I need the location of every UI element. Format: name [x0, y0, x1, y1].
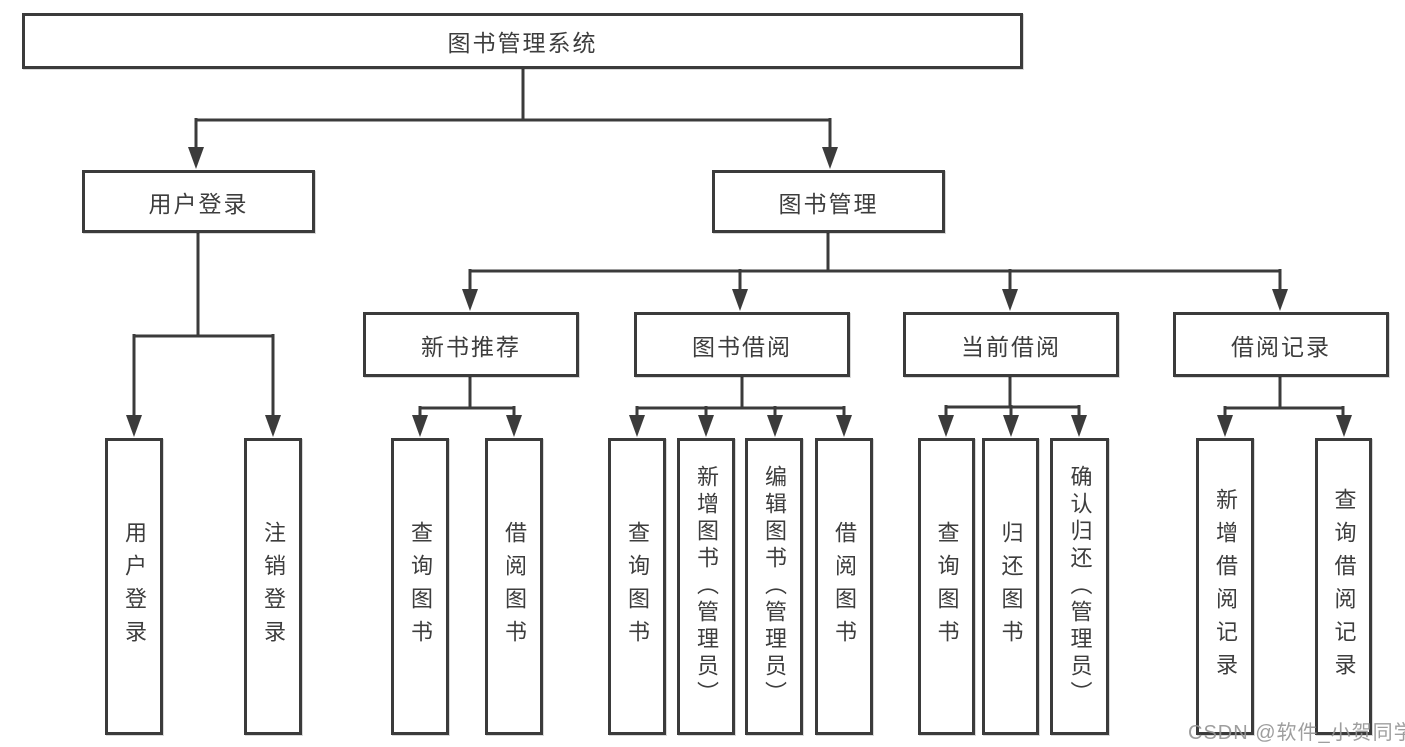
edge-borrowrecords-to-leaves — [1223, 375, 1345, 418]
leaf-br-query-record: 查询借阅记录 — [1315, 438, 1372, 735]
leaf-logout: 注销登录 — [244, 438, 302, 735]
node-root-system: 图书管理系统 — [22, 13, 1023, 69]
leaf-br-add-record-label: 新增借阅记录 — [1213, 487, 1238, 686]
node-new-book-recommendation: 新书推荐 — [363, 312, 579, 377]
node-book-borrowing-label: 图书借阅 — [692, 333, 792, 360]
leaf-bb-borrow-books-label: 借阅图书 — [832, 520, 857, 653]
leaf-cb-confirm-return-admin-label: 确认归还（管理员） — [1067, 465, 1093, 708]
arrowhead — [188, 147, 204, 169]
arrowhead — [1272, 289, 1288, 311]
arrowhead — [412, 415, 428, 437]
edge-root-to-level2 — [194, 67, 832, 150]
node-book-borrowing: 图书借阅 — [634, 312, 850, 377]
arrowhead — [1003, 415, 1019, 437]
csdn-watermark: CSDN @软件_小贺同学 — [1188, 722, 1405, 744]
leaf-user-login: 用户登录 — [105, 438, 163, 735]
arrowhead — [1071, 415, 1087, 437]
arrowhead — [506, 415, 522, 437]
node-borrowing-records-label: 借阅记录 — [1231, 333, 1331, 360]
edge-userlogin-to-leaves — [132, 232, 275, 418]
node-user-login: 用户登录 — [82, 170, 315, 233]
leaf-bb-add-books-admin-label: 新增图书（管理员） — [694, 465, 719, 708]
leaf-rec-borrow-books-label: 借阅图书 — [502, 520, 527, 653]
leaf-bb-edit-books-admin: 编辑图书（管理员） — [745, 438, 803, 735]
leaf-cb-return-books: 归还图书 — [982, 438, 1039, 735]
leaf-cb-query-books-label: 查询图书 — [934, 520, 960, 653]
node-user-login-label: 用户登录 — [148, 190, 249, 217]
leaf-rec-borrow-books: 借阅图书 — [485, 438, 543, 735]
arrowhead — [698, 415, 714, 437]
leaf-bb-edit-books-admin-label: 编辑图书（管理员） — [762, 465, 787, 708]
leaf-rec-query-books-label: 查询图书 — [408, 520, 433, 653]
leaf-cb-confirm-return-admin: 确认归还（管理员） — [1050, 438, 1109, 735]
leaf-logout-label: 注销登录 — [261, 520, 286, 653]
node-root-label: 图书管理系统 — [447, 30, 598, 56]
node-book-management-label: 图书管理 — [778, 190, 879, 217]
arrowhead — [938, 415, 954, 437]
arrowhead — [265, 415, 281, 437]
arrowheads — [126, 147, 1352, 437]
arrowhead — [126, 415, 142, 437]
arrowhead — [629, 415, 645, 437]
node-borrowing-records: 借阅记录 — [1173, 312, 1389, 377]
leaf-bb-borrow-books: 借阅图书 — [815, 438, 873, 735]
arrowhead — [1217, 415, 1233, 437]
node-current-borrowing: 当前借阅 — [903, 312, 1119, 377]
arrowhead — [1002, 289, 1018, 311]
arrowhead — [1336, 415, 1352, 437]
edge-newbookrec-to-leaves — [418, 375, 516, 418]
arrowhead — [732, 289, 748, 311]
leaf-rec-query-books: 查询图书 — [391, 438, 449, 735]
leaf-br-query-record-label: 查询借阅记录 — [1331, 487, 1357, 686]
leaf-cb-query-books: 查询图书 — [918, 438, 975, 735]
arrowhead — [462, 289, 478, 311]
arrowhead — [767, 415, 783, 437]
leaf-bb-query-books-label: 查询图书 — [625, 520, 650, 653]
node-book-management: 图书管理 — [712, 170, 945, 233]
leaf-br-add-record: 新增借阅记录 — [1196, 438, 1254, 735]
arrowhead — [836, 415, 852, 437]
node-current-borrowing-label: 当前借阅 — [961, 333, 1061, 360]
leaf-bb-add-books-admin: 新增图书（管理员） — [677, 438, 735, 735]
edge-bookmgmt-to-level3 — [468, 232, 1282, 293]
node-new-book-recommendation-label: 新书推荐 — [421, 333, 521, 360]
leaf-cb-return-books-label: 归还图书 — [998, 520, 1024, 653]
leaf-bb-query-books: 查询图书 — [608, 438, 666, 735]
edge-bookborrow-to-leaves — [635, 375, 846, 418]
arrowhead — [822, 147, 838, 169]
leaf-user-login-label: 用户登录 — [122, 520, 147, 653]
edge-currentborrow-to-leaves — [944, 375, 1081, 418]
